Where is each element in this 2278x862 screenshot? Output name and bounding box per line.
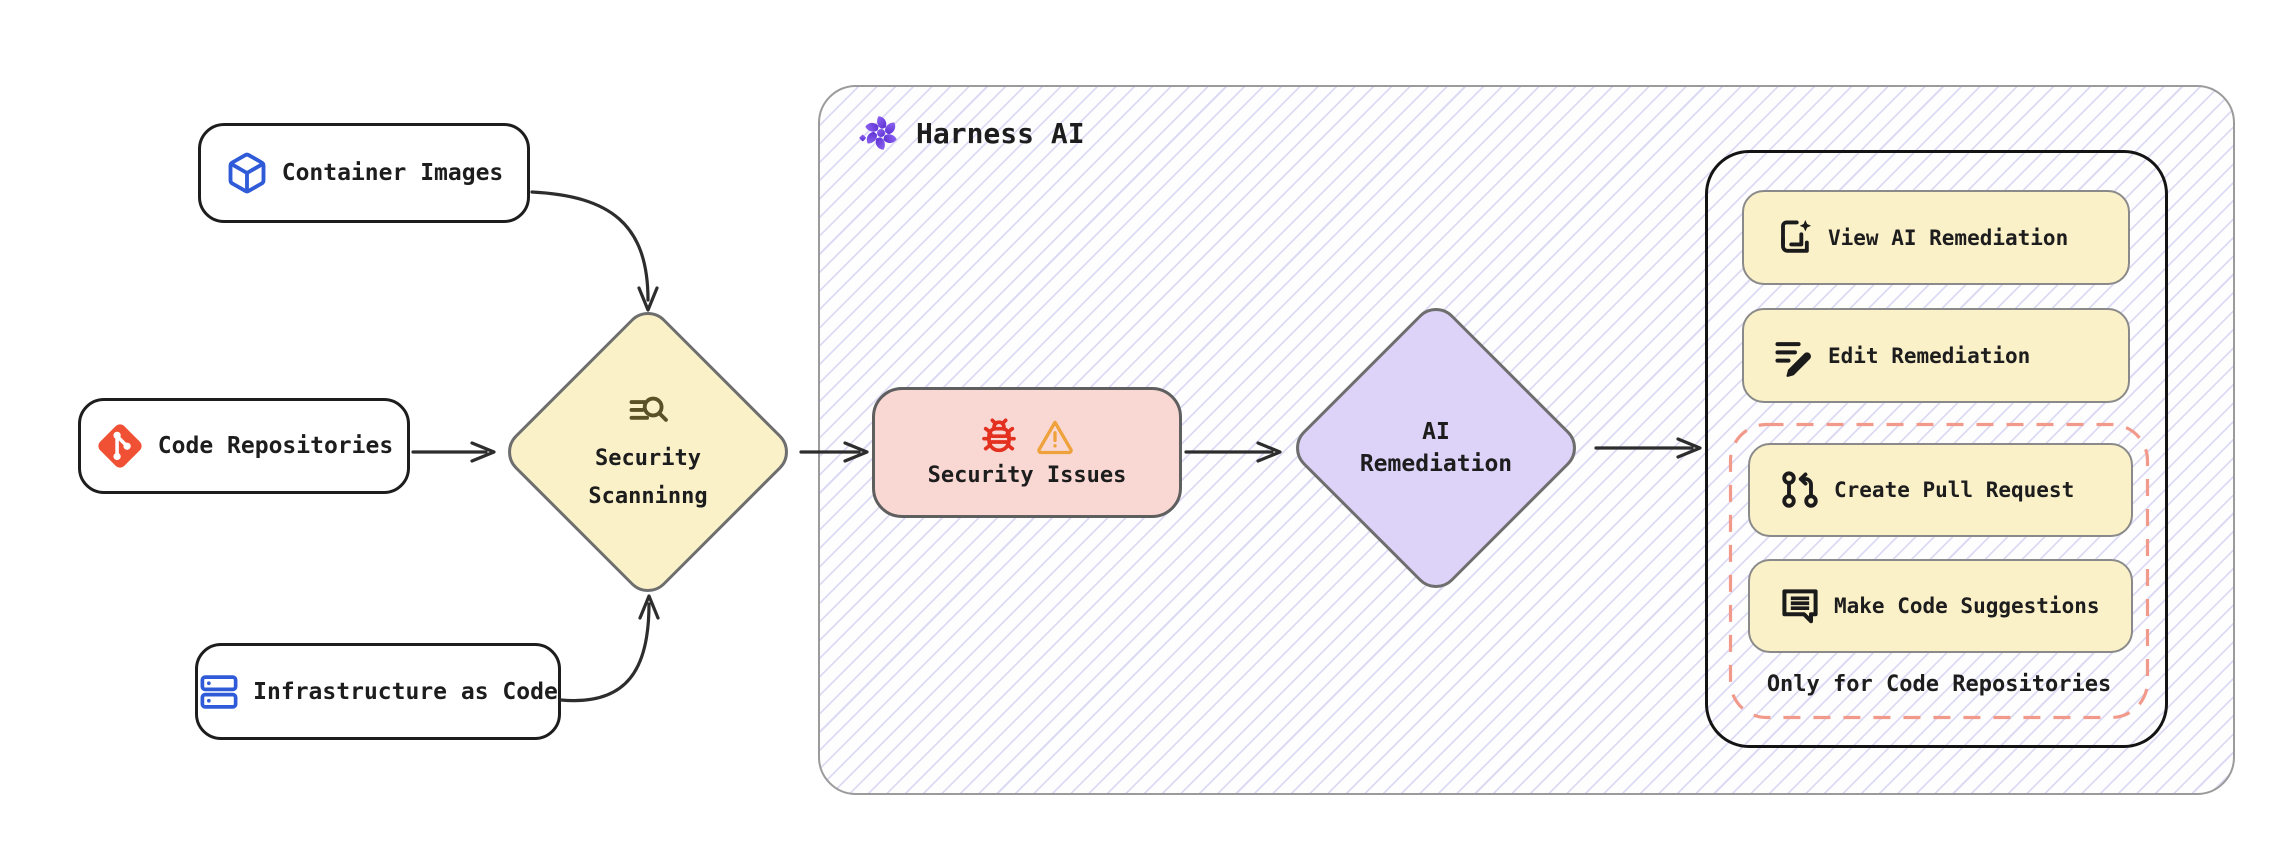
security-issues-icons	[979, 417, 1075, 457]
node-label: Container Images	[281, 160, 504, 186]
view-ai-remediation-button: View AI Remediation	[1742, 190, 2130, 285]
action-label: View AI Remediation	[1828, 225, 2069, 250]
repo-only-note: Only for Code Repositories	[1766, 672, 2112, 697]
pull-request-icon	[1778, 468, 1822, 512]
create-pull-request-button: Create Pull Request	[1748, 443, 2133, 537]
diamond-security-scanning-content: Security Scanninng	[528, 352, 768, 552]
edit-remediation-icon	[1772, 334, 1816, 378]
action-label: Create Pull Request	[1834, 478, 2075, 502]
diamond-label-line1: Security	[595, 446, 701, 472]
node-security-issues: Security Issues	[872, 387, 1182, 518]
code-suggestions-icon	[1778, 584, 1822, 628]
diamond-label-line2: Remediation	[1359, 451, 1513, 477]
node-label: Code Repositories	[157, 433, 394, 459]
node-infrastructure-as-code: Infrastructure as Code	[195, 643, 561, 740]
harness-ai-icon	[858, 110, 904, 156]
arrowhead	[637, 286, 659, 312]
action-label: Edit Remediation	[1828, 343, 2031, 368]
make-code-suggestions-button: Make Code Suggestions	[1748, 559, 2133, 653]
view-remediation-icon	[1772, 216, 1816, 260]
remediation-actions-panel	[1705, 150, 2168, 748]
bug-icon	[979, 417, 1019, 457]
edit-remediation-button: Edit Remediation	[1742, 308, 2130, 403]
warning-icon	[1035, 417, 1075, 457]
node-code-repositories: Code Repositories	[78, 398, 410, 494]
diamond-label-line2: Scanninng	[588, 484, 708, 509]
node-label: Infrastructure as Code	[253, 678, 558, 705]
node-label: Security Issues	[927, 463, 1127, 488]
harness-ai-title: Harness AI	[916, 116, 1085, 150]
arrowhead	[470, 441, 496, 463]
action-label: Make Code Suggestions	[1834, 594, 2100, 618]
arrow-container-images-to-scanning	[530, 190, 650, 302]
search-list-icon	[624, 392, 672, 436]
node-container-images: Container Images	[198, 123, 530, 223]
arrow-infrastructure-to-scanning	[559, 602, 651, 703]
cube-icon	[225, 151, 269, 195]
git-icon	[95, 421, 145, 471]
harness-ai-header: Harness AI	[858, 110, 1085, 156]
diamond-ai-remediation-content: AI Remediation	[1316, 382, 1556, 514]
server-icon	[198, 671, 240, 713]
arrowhead	[638, 594, 660, 620]
diamond-label-line1: AI	[1422, 418, 1450, 445]
